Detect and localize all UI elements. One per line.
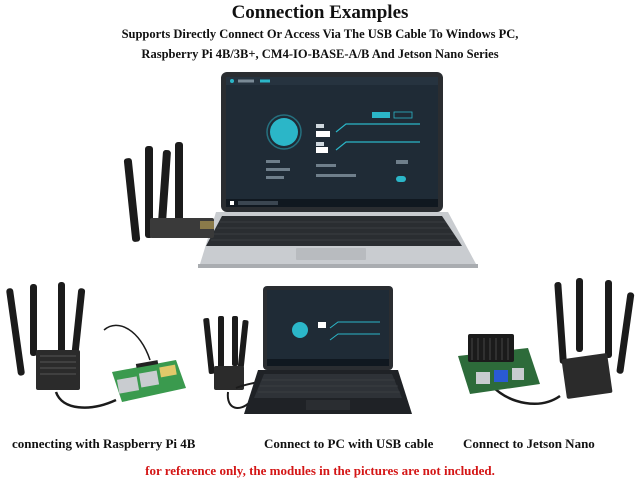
raspberry-pi-illustration [6,282,186,409]
subtitle-line-1: Supports Directly Connect Or Access Via … [121,27,519,41]
subtitle-line-2: Raspberry Pi 4B/3B+, CM4-IO-BASE-A/B And… [141,47,499,61]
disclaimer-note: for reference only, the modules in the p… [145,463,495,478]
large-laptop-illustration [198,72,478,268]
jetson-nano-illustration [458,278,635,405]
small-laptop-illustration [203,286,412,414]
caption-jetson-nano: Connect to Jetson Nano [463,436,595,451]
caption-raspberry-pi: connecting with Raspberry Pi 4B [12,436,196,451]
page-title: Connection Examples [231,2,409,23]
antenna-module-top [123,142,214,242]
caption-pc: Connect to PC with USB cable [264,436,434,451]
